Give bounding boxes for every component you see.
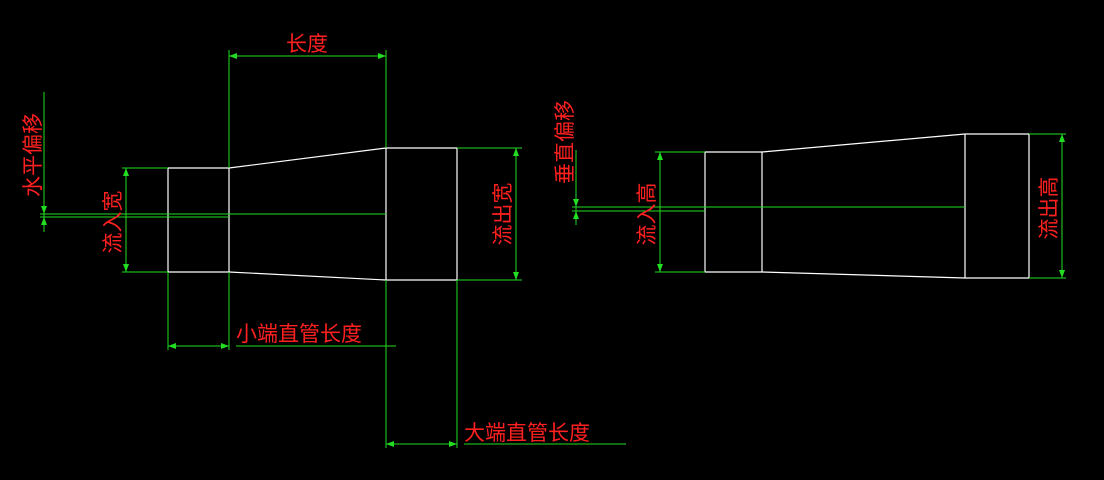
length-label: 长度 xyxy=(286,32,328,56)
left-view-arrowheads xyxy=(41,53,519,447)
left-view: 长度 水平偏移 流入宽 流出宽 小端直管长度 大端直管长度 xyxy=(21,32,626,448)
small-end-pipe-length-label: 小端直管长度 xyxy=(236,322,362,346)
right-view-dimensions xyxy=(572,133,1066,279)
right-view-arrowheads xyxy=(573,134,1065,278)
left-view-dimensions xyxy=(40,50,626,448)
outlet-height-label: 流出高 xyxy=(1037,177,1061,240)
right-view-outline xyxy=(704,133,1030,279)
large-end-pipe-length-label: 大端直管长度 xyxy=(464,421,590,445)
horizontal-offset-label: 水平偏移 xyxy=(21,113,45,197)
right-view-labels: 垂直偏移 流入高 流出高 xyxy=(553,100,1061,246)
right-view: 垂直偏移 流入高 流出高 xyxy=(553,100,1066,279)
outlet-width-label: 流出宽 xyxy=(491,183,515,246)
vertical-offset-label: 垂直偏移 xyxy=(553,100,577,184)
left-view-labels: 长度 水平偏移 流入宽 流出宽 小端直管长度 大端直管长度 xyxy=(21,32,590,445)
inlet-width-label: 流入宽 xyxy=(101,191,125,254)
inlet-height-label: 流入高 xyxy=(635,183,659,246)
